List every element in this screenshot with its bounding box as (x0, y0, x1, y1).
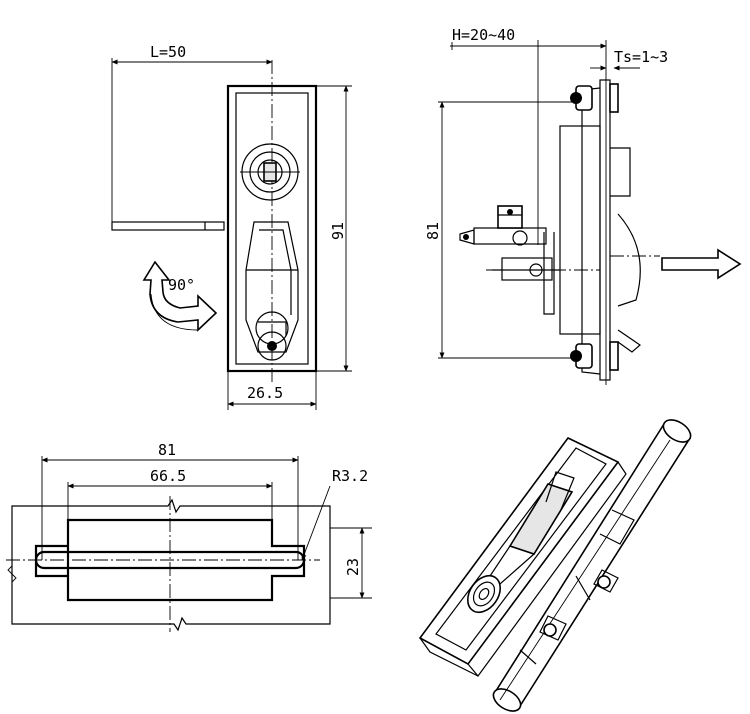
slot-radius-label: R3.2 (332, 467, 368, 485)
handle-outline (245, 221, 299, 353)
height-dimension-label: 91 (329, 222, 347, 240)
cutout-height-label: 23 (344, 558, 362, 576)
isometric-view (418, 419, 692, 712)
side-view: H=20~40 Ts=1~3 (424, 26, 742, 385)
iso-key-cylinder-icon (466, 574, 502, 614)
rotation-arrow-icon (142, 260, 218, 332)
cutout-outer-length-label: 81 (158, 441, 176, 459)
cutout-view: 81 66.5 R3.2 23 (6, 441, 372, 632)
width-dimension-label: 26.5 (247, 384, 283, 402)
screw-head-top-icon (570, 83, 619, 113)
panel-plate (11, 498, 331, 632)
grip-range-label: H=20~40 (452, 26, 515, 44)
slot-shape (34, 550, 306, 570)
panel-thickness-label: Ts=1~3 (614, 48, 668, 66)
rotation-label: 90° (168, 276, 195, 294)
side-height-label: 81 (424, 222, 442, 240)
cutout-shape (34, 518, 306, 602)
cutout-inner-length-label: 66.5 (150, 467, 186, 485)
pull-direction-arrow-icon (661, 248, 742, 280)
screw-head-bottom-icon (570, 341, 619, 371)
front-view: L=50 91 26.5 (111, 43, 352, 410)
length-dimension-label: L=50 (150, 43, 186, 61)
